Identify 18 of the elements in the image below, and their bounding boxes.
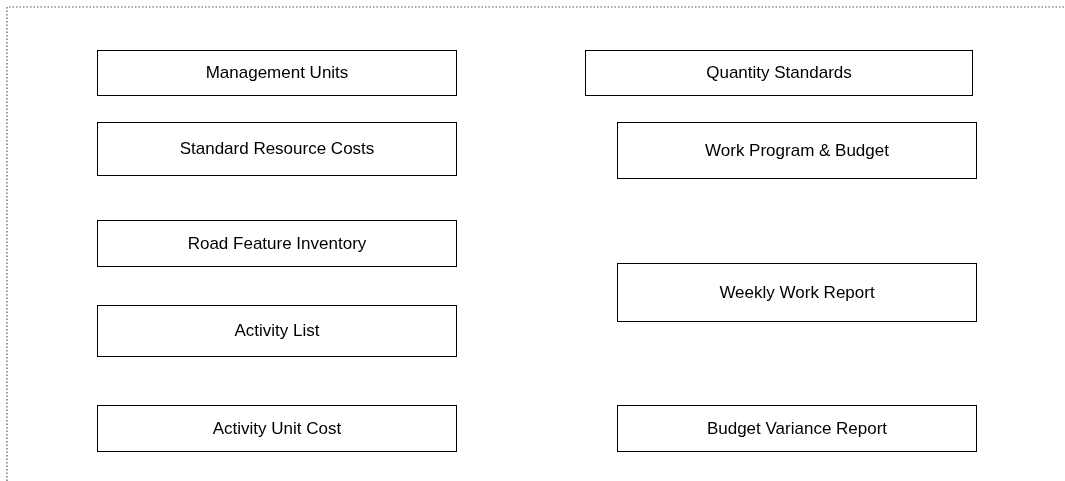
box-label: Management Units [205,63,349,83]
process-box [617,263,977,322]
box-label: Weekly Work Report [719,282,875,303]
process-box [97,405,457,452]
box-label: Activity List [234,321,320,341]
process-box [97,305,457,357]
box-label: Road Feature Inventory [187,233,367,254]
process-box [97,220,457,267]
process-box [97,50,457,96]
box-label: Activity Unit Cost [212,418,342,439]
box-label: Quantity Standards [706,63,852,83]
box-label: Work Program & Budget [705,140,889,161]
process-box [617,405,977,452]
process-box [585,50,973,96]
box-label: Standard Resource Costs [179,139,375,159]
box-label: Budget Variance Report [706,418,888,439]
process-box [97,122,457,176]
process-box [617,122,977,179]
